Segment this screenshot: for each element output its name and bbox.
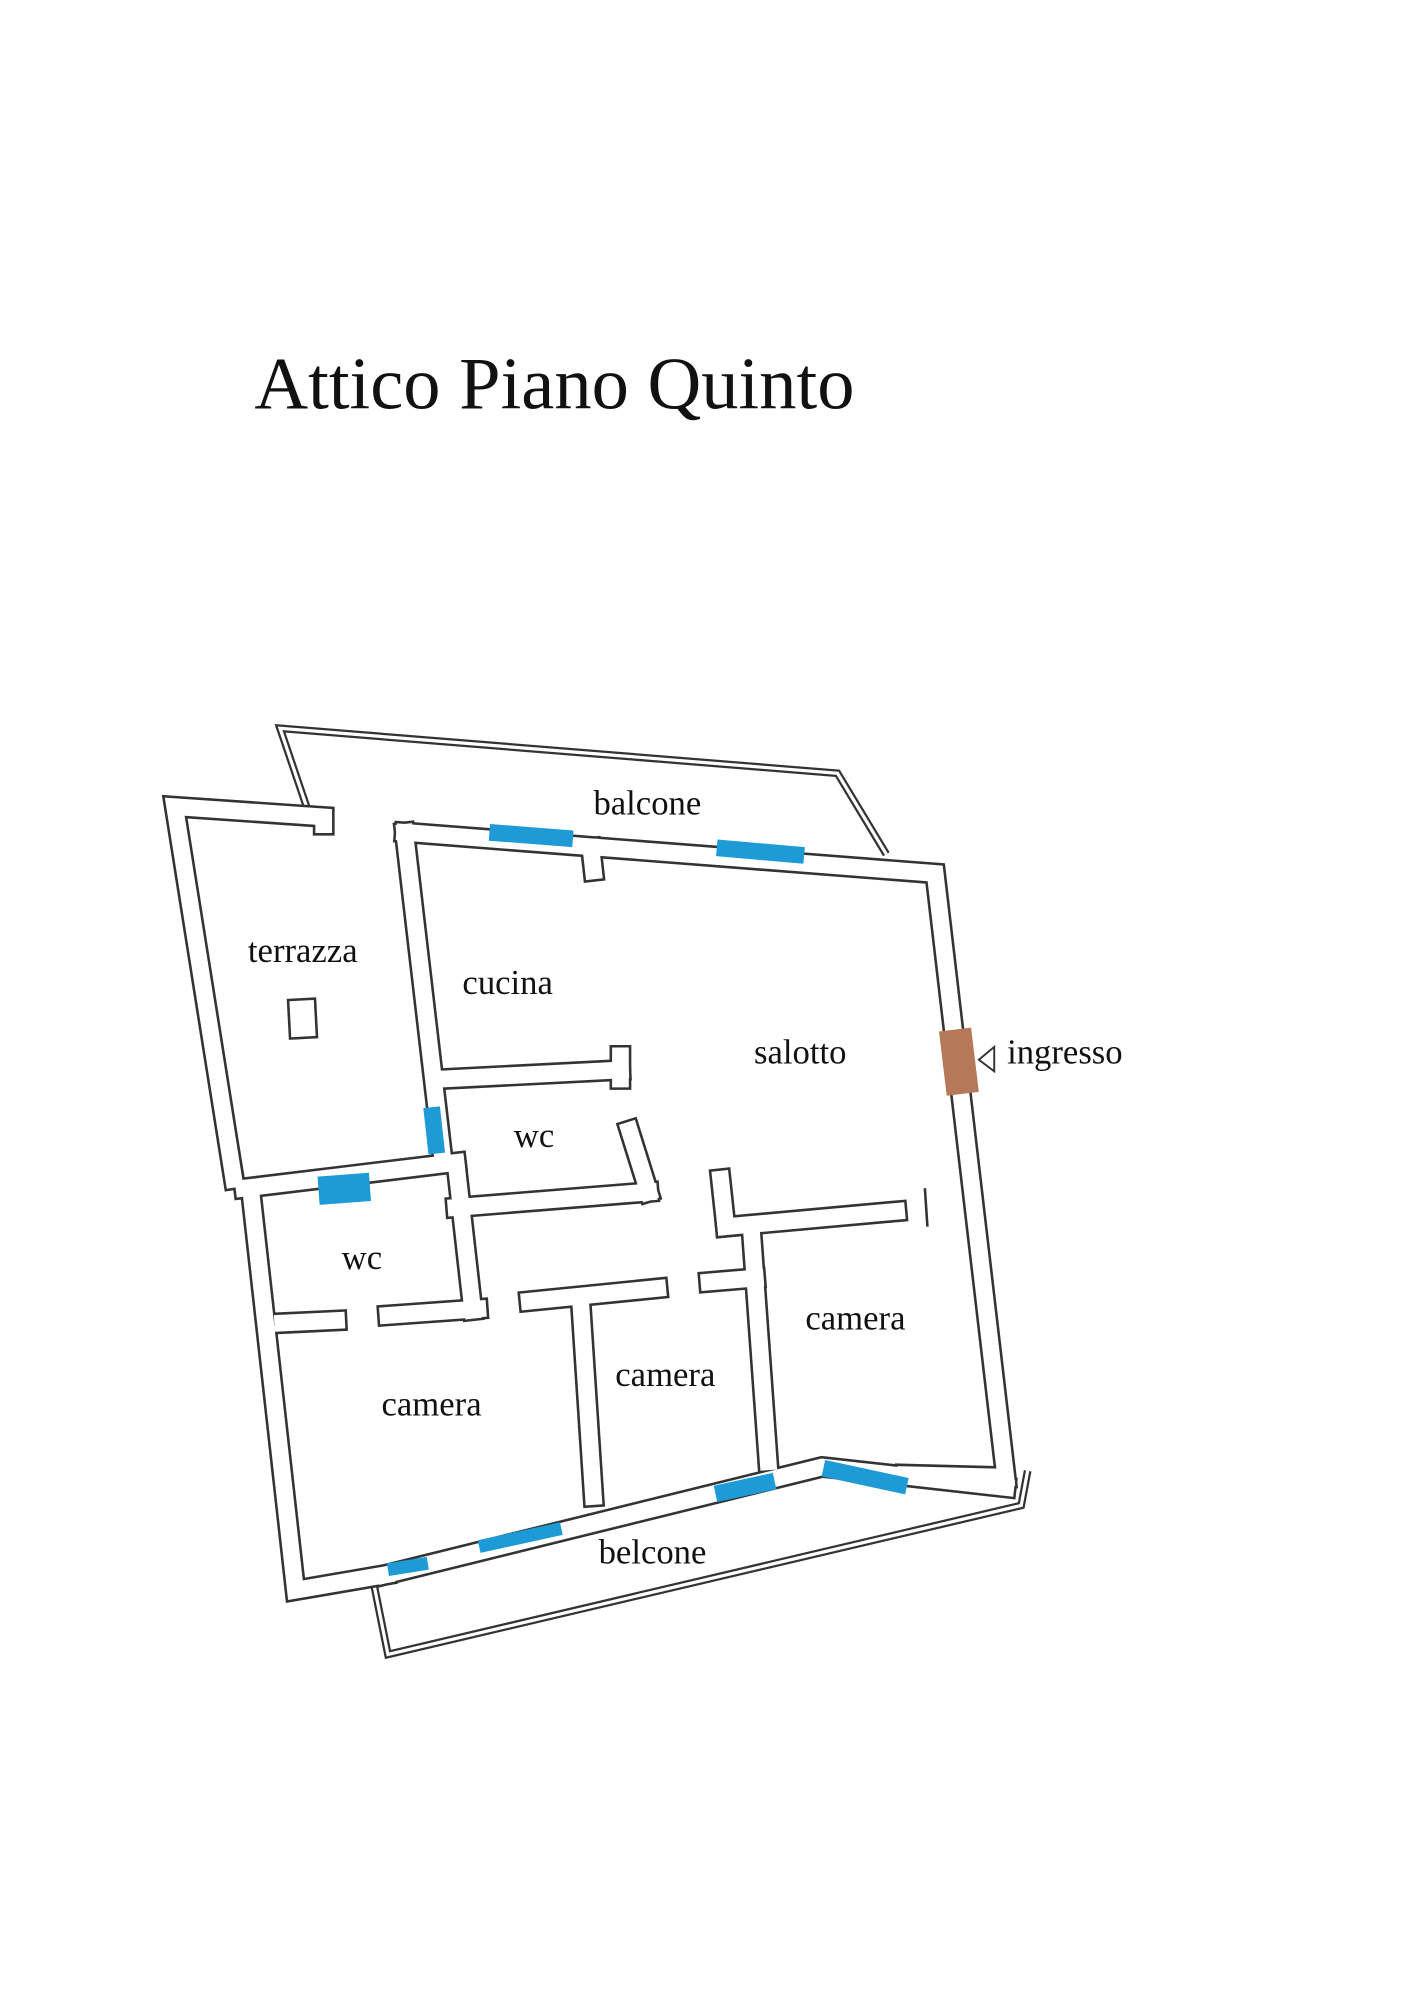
window bbox=[821, 1460, 909, 1495]
label-balcone: balcone bbox=[593, 783, 701, 822]
label-camera-left: camera bbox=[382, 1385, 482, 1424]
entrance-door bbox=[938, 1027, 979, 1096]
terrace-pillar bbox=[286, 997, 319, 1040]
label-salotto: salotto bbox=[754, 1033, 846, 1072]
window bbox=[488, 824, 574, 848]
label-wc-lower: wc bbox=[342, 1238, 382, 1277]
entrance-arrow-icon bbox=[977, 1044, 996, 1074]
label-belcone: belcone bbox=[599, 1532, 707, 1571]
window bbox=[423, 1106, 446, 1155]
label-terrazza: terrazza bbox=[248, 931, 358, 970]
page-title: Attico Piano Quinto bbox=[254, 343, 854, 425]
window bbox=[317, 1172, 372, 1205]
window bbox=[386, 1556, 429, 1577]
windows bbox=[317, 824, 909, 1577]
label-ingresso: ingresso bbox=[1007, 1033, 1123, 1072]
floor-plan bbox=[161, 724, 1032, 1660]
label-camera-middle: camera bbox=[615, 1355, 715, 1394]
window bbox=[477, 1522, 563, 1553]
window bbox=[716, 839, 805, 864]
room-labels: balcone terrazza cucina salotto ingresso… bbox=[248, 783, 1123, 1571]
label-cucina: cucina bbox=[462, 963, 552, 1002]
label-wc-upper: wc bbox=[514, 1116, 554, 1155]
label-camera-right: camera bbox=[805, 1298, 905, 1337]
window bbox=[713, 1472, 777, 1503]
